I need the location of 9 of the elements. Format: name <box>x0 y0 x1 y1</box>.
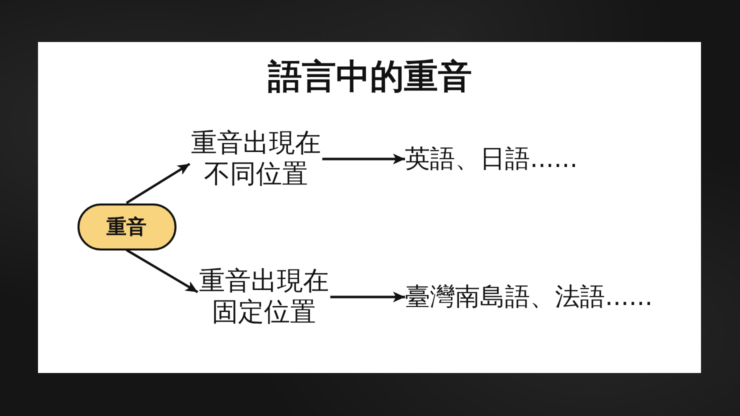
category-text: 重音出現在固定位置 <box>198 266 330 328</box>
arrow <box>330 292 405 302</box>
diagram-title: 語言中的重音 <box>268 57 472 97</box>
arrow <box>126 162 190 204</box>
example-text: 臺灣南島語、法語...... <box>405 282 653 312</box>
example-text: 英語、日語...... <box>405 144 578 174</box>
category-text: 重音出現在不同位置 <box>190 128 322 190</box>
arrow <box>322 154 405 164</box>
arrow <box>126 248 198 294</box>
